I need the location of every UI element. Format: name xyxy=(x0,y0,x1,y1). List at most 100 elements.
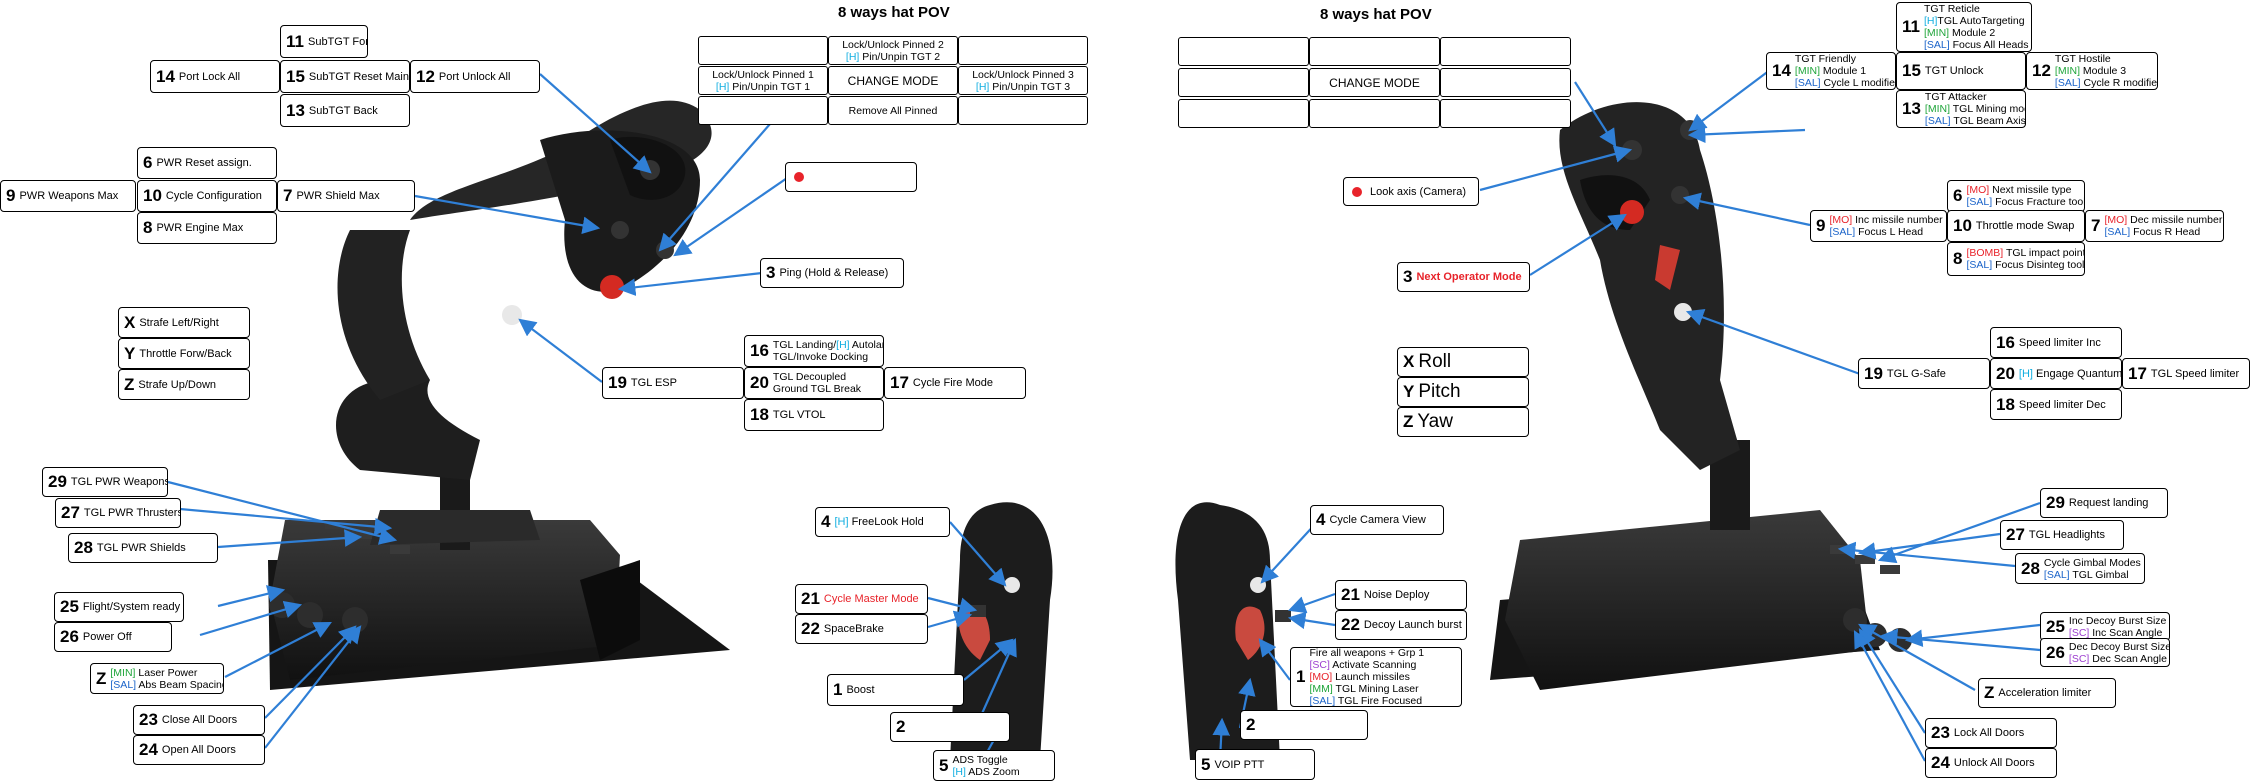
left-pov-up: Lock/Unlock Pinned 2 [H] Pin/Unpin TGT 2 xyxy=(828,36,958,65)
right-b16-label: Speed limiter Inc xyxy=(2018,336,2101,349)
left-axis-y-label: Throttle Forw/Back xyxy=(139,347,232,360)
right-b20-num: 20 xyxy=(1996,363,2015,383)
right-b28-l2: TGL Gimbal xyxy=(2069,568,2129,581)
right-b8-tag2: [SAL] xyxy=(1966,259,1993,271)
right-b9-l2: Focus L Head xyxy=(1855,226,1924,238)
right-b8-l2: Focus Disinteg tool xyxy=(1992,259,2085,271)
right-b11-l3: Module 2 xyxy=(1949,27,1996,39)
left-sub-11-label: SubTGT Forward xyxy=(307,35,368,48)
right-b28: 28 Cycle Gimbal Modes [SAL] TGL Gimbal xyxy=(2015,553,2145,584)
right-b11-l1: TGT Reticle xyxy=(1923,3,1980,15)
tr-b1-line5: TGL Fire Focused xyxy=(1335,695,1423,707)
right-b9-num: 9 xyxy=(1816,216,1826,235)
right-b18-num: 18 xyxy=(1996,394,2015,414)
left-base-28-label: TGL PWR Shields xyxy=(96,542,186,554)
left-sub-15-label: SubTGT Reset Main xyxy=(308,70,409,83)
right-b11-tag2: [H] xyxy=(1923,15,1938,27)
right-b9-l1: Inc missile number xyxy=(1852,214,1943,226)
left-axis-z-label: Strafe Up/Down xyxy=(138,378,217,391)
tl-b21-num: 21 xyxy=(801,589,820,608)
left-axis-z-letter: Z xyxy=(124,374,135,394)
right-look-axis: Look axis (Camera) xyxy=(1343,177,1479,206)
left-ping-num: 3 xyxy=(766,263,776,282)
right-b7-tag2: [SAL] xyxy=(2104,226,2131,238)
left-base-25-num: 25 xyxy=(60,597,79,616)
right-b6-l2: Focus Fracture tool xyxy=(1992,196,2085,208)
right-b12-tag2: [MIN] xyxy=(2054,65,2081,77)
right-b25-l1: Inc Decoy Burst Size xyxy=(2068,614,2167,627)
right-b29-label: Request landing xyxy=(2068,497,2149,509)
right-b6-num: 6 xyxy=(1953,186,1963,205)
right-b9-tag1: [MO] xyxy=(1829,214,1853,226)
tr-b21-label: Noise Deploy xyxy=(1363,589,1430,601)
right-b9-tag2: [SAL] xyxy=(1829,226,1856,238)
left-pov-right: Lock/Unlock Pinned 3 [H] Pin/Unpin TGT 3 xyxy=(958,66,1088,95)
right-b11-l4: Focus All Heads xyxy=(1949,39,2029,51)
right-b24-num: 24 xyxy=(1931,753,1950,772)
right-b12-tag3: [SAL] xyxy=(2054,77,2081,89)
left-pov-left: Lock/Unlock Pinned 1 [H] Pin/Unpin TGT 1 xyxy=(698,66,828,95)
right-b15-num: 15 xyxy=(1902,61,1921,80)
left-pwr-8-num: 8 xyxy=(143,218,153,237)
tr-b22-label: Decoy Launch burst xyxy=(1363,619,1462,631)
tr-b1-tag5: [SAL] xyxy=(1309,695,1336,707)
tr-b5-label: VOIP PTT xyxy=(1214,758,1265,771)
left-pov-up-line2: Pin/Unpin TGT 2 xyxy=(859,50,941,63)
left-sub-12-num: 12 xyxy=(416,66,435,86)
left-pov-up-line1: Lock/Unlock Pinned 2 xyxy=(842,38,944,51)
left-sub-15-num: 15 xyxy=(286,66,305,86)
right-pov-cell-r2c3 xyxy=(1440,68,1571,97)
tl-b4-tag: [H] xyxy=(834,516,849,528)
left-pov-cell-r1c3 xyxy=(958,36,1088,65)
tl-b2-num: 2 xyxy=(896,717,906,736)
right-b3-label: Next Operator Mode xyxy=(1416,271,1522,283)
left-sub-13-num: 13 xyxy=(286,100,305,120)
right-b20: 20[H] Engage Quantum xyxy=(1990,358,2122,389)
right-b6-tag1: [MO] xyxy=(1966,184,1990,196)
right-b28-num: 28 xyxy=(2021,558,2040,578)
right-pov-cell-r1c2 xyxy=(1309,37,1440,66)
tr-b1-line3: Launch missiles xyxy=(1332,671,1410,683)
right-b6: 6 [MO] Next missile type [SAL] Focus Fra… xyxy=(1947,180,2085,212)
right-pov-cell-r3c1 xyxy=(1178,99,1309,128)
right-b20-label: Engage Quantum xyxy=(2032,367,2122,380)
right-b25: 25 Inc Decoy Burst Size [SC] Inc Scan An… xyxy=(2040,612,2170,641)
right-b12-l1: TGT Hostile xyxy=(2054,53,2111,65)
right-b9: 9 [MO] Inc missile number [SAL] Focus L … xyxy=(1810,210,1947,242)
left-base-z-tag1: [MIN] xyxy=(110,666,136,679)
right-b26: 26 Dec Decoy Burst Size [SC] Dec Scan An… xyxy=(2040,638,2170,667)
right-b25-l2: Inc Scan Angle xyxy=(2089,626,2163,639)
tr-b5-num: 5 xyxy=(1201,754,1211,774)
tr-b1-tag2: [SC] xyxy=(1309,659,1330,671)
right-b15-label: TGT Unlock xyxy=(1924,65,1984,77)
right-b14-l2: Module 1 xyxy=(1820,65,1867,77)
tr-b1-line4: TGL Mining Laser xyxy=(1332,683,1419,695)
tr-b1-line2: Activate Scanning xyxy=(1329,659,1417,671)
left-b17-label: Cycle Fire Mode xyxy=(912,377,993,389)
right-b27-label: TGL Headlights xyxy=(2028,529,2105,541)
right-b11-l2: TGL AutoTargeting xyxy=(1937,15,2025,27)
tr-b2: 2 xyxy=(1240,710,1368,740)
left-sub-14-label: Port Lock All xyxy=(178,70,241,83)
left-base-24-num: 24 xyxy=(139,740,158,759)
